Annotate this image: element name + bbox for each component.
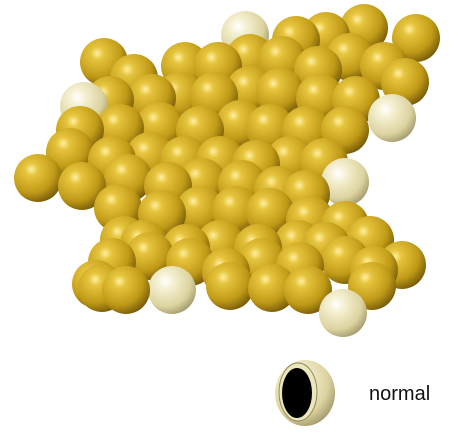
gold-sphere xyxy=(126,232,174,280)
gold-sphere xyxy=(392,14,440,62)
cream-sphere xyxy=(368,94,416,142)
sphere-group xyxy=(14,4,440,337)
gold-sphere xyxy=(248,264,296,312)
gold-sphere xyxy=(14,154,62,202)
gold-sphere xyxy=(102,266,150,314)
gold-sphere xyxy=(284,266,332,314)
gold-sphere xyxy=(206,262,254,310)
cream-sphere xyxy=(321,158,369,206)
gold-sphere xyxy=(58,162,106,210)
cream-sphere xyxy=(148,266,196,314)
legend-hemisphere-icon xyxy=(275,360,335,426)
cream-sphere xyxy=(319,289,367,337)
gold-sphere xyxy=(381,58,429,106)
legend-label: normal xyxy=(369,383,431,405)
gold-sphere xyxy=(256,68,304,116)
